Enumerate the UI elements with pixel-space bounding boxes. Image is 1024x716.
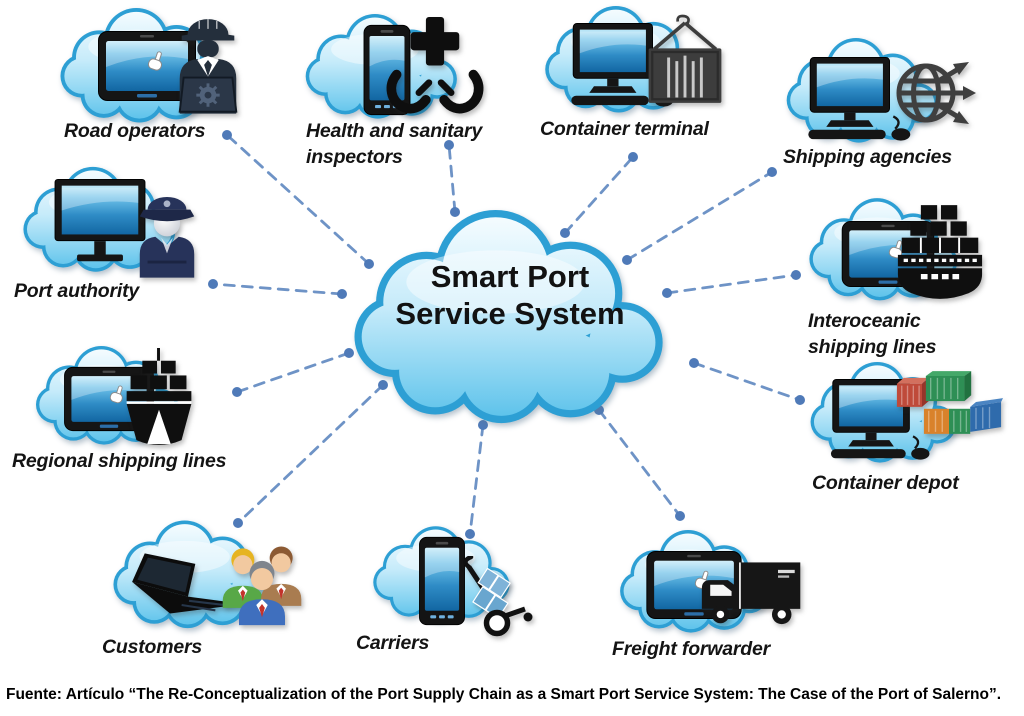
hand-truck-icon xyxy=(458,556,552,638)
connector-carriers xyxy=(468,423,485,536)
connector-container-terminal xyxy=(563,155,635,235)
container-stack-icon xyxy=(895,370,1003,436)
construction-worker-icon xyxy=(170,8,246,114)
delivery-truck-icon xyxy=(700,560,804,628)
medical-cross-hands-icon xyxy=(383,16,487,122)
node-carriers: Carriers xyxy=(356,524,562,659)
connector-regional-shipping-lines xyxy=(235,351,351,394)
connector-freight-forwarder xyxy=(597,408,682,518)
node-label: Customers xyxy=(102,636,203,658)
node-road-operators: Road operators xyxy=(56,8,256,148)
connector-road-operators xyxy=(225,133,371,266)
node-container-depot: Container depot xyxy=(808,362,1018,497)
center-title: Smart Port Service System xyxy=(395,259,625,331)
node-label: Carriers xyxy=(356,632,430,654)
center-node: Smart Port Service System xyxy=(343,210,677,426)
node-label: Freight forwarder xyxy=(612,638,771,660)
globe-arrows-icon xyxy=(890,52,982,134)
node-port-authority: Port authority xyxy=(14,166,212,306)
police-officer-icon xyxy=(132,182,202,278)
node-shipping-agencies: Shipping agencies xyxy=(783,38,985,173)
node-customers: Customers xyxy=(102,520,312,660)
source-caption: Fuente: Artículo “The Re-Conceptualizati… xyxy=(6,686,1002,703)
node-interoceanic-shipping-lines: Interoceanic shipping lines xyxy=(808,198,1008,358)
ship-icon xyxy=(120,348,198,448)
node-label: Health and sanitary inspectors xyxy=(306,120,483,168)
node-label: Container depot xyxy=(812,472,959,494)
connector-interoceanic-shipping-lines xyxy=(665,273,798,295)
connector-shipping-agencies xyxy=(625,170,774,262)
connector-customers xyxy=(236,383,385,525)
node-label: Regional shipping lines xyxy=(12,450,227,472)
people-group-icon xyxy=(216,536,308,626)
node-label: Port authority xyxy=(14,280,140,302)
connector-container-depot xyxy=(692,361,802,402)
container-ship-icon xyxy=(896,202,984,302)
node-label: Interoceanic shipping lines xyxy=(808,310,937,358)
connector-port-authority xyxy=(211,282,344,296)
crane-container-icon xyxy=(645,12,725,112)
node-container-terminal: Container terminal xyxy=(540,6,733,146)
node-freight-forwarder: Freight forwarder xyxy=(612,530,818,665)
node-regional-shipping-lines: Regional shipping lines xyxy=(12,346,243,481)
node-label: Road operators xyxy=(64,120,206,142)
connector-health-sanitary-inspectors xyxy=(447,143,457,214)
node-label: Shipping agencies xyxy=(783,146,952,168)
node-health-sanitary-inspectors: Health and sanitary inspectors xyxy=(303,14,503,174)
node-label: Container terminal xyxy=(540,118,709,140)
